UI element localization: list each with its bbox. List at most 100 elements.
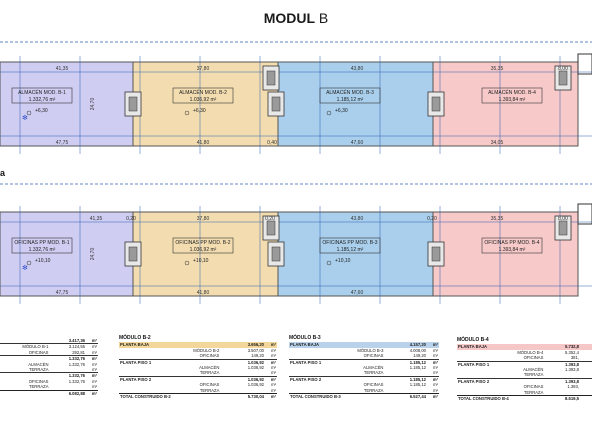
page-title: MODUL B [0, 10, 592, 26]
row-unit: m² [265, 375, 277, 383]
plan-top-dim-top-1: 41,35 [56, 66, 69, 72]
plan-top-level-1: +6,30 [35, 108, 48, 114]
row-label: TERRAZA [363, 370, 384, 376]
plan-bottom-core-inner-1 [266, 220, 276, 236]
plan-top-label-name-2: ALMACÉN MOD. B-2 [179, 89, 227, 96]
plan-top-level-mark-2 [184, 110, 190, 116]
plan-bottom-label-area-4: 1.393,84 m² [499, 247, 526, 253]
plan-top-level-2: +6,30 [193, 108, 206, 114]
plan-bottom-label-name-4: OFICINAS PP MOD. B-4 [484, 240, 539, 246]
plan-top-level-mark-1 [26, 110, 32, 116]
plan-top-core-inner-1 [266, 70, 276, 86]
plan-bottom-stair-block [577, 203, 592, 225]
title-rest: B [315, 10, 329, 26]
plan-top-side-dim: 24,70 [90, 98, 96, 111]
row-value: 5.730,04 [227, 393, 265, 400]
row-unit: m² [92, 367, 97, 373]
row-label: TOTAL CONSTRUIDO B-4 [457, 395, 552, 402]
plan-bottom-level-3: +10,10 [335, 258, 351, 264]
plan-bottom-dim-bottom-1: 47,75 [56, 290, 69, 296]
row-value: 5.732,8 [551, 344, 580, 350]
row-unit: m² [433, 370, 438, 376]
row-value: 1.185,12 [391, 375, 427, 383]
row-label: PLANTA BAJA [289, 342, 392, 348]
row-label: OFICINAS [28, 378, 49, 384]
row-label: PLANTA PISO 2 [457, 377, 552, 385]
row-label: OFICINAS [523, 384, 544, 390]
row-unit: m² [265, 393, 277, 400]
plan-bottom-label-name-3: OFICINAS PP MOD. B-3 [322, 240, 377, 246]
plan-top-core-inner-5 [558, 70, 568, 86]
plan-bottom-dim-bottom-3: 47,60 [351, 290, 364, 296]
row-value: 1.036,92 [247, 365, 264, 371]
plan-top-level-3: +6,30 [335, 108, 348, 114]
row-value: 1.036,92 [227, 358, 265, 366]
row-unit: m² [433, 353, 438, 359]
row-value: 1.332,76 [68, 361, 85, 367]
row-label: OFICINAS [363, 353, 384, 359]
row-label: OFICINAS [199, 353, 220, 359]
row-label: TOTAL CONSTRUIDO B-2 [119, 393, 228, 400]
plan-bottom-dim-top-7: 35,35 [491, 216, 504, 222]
table-row: OFICINAS 1.393, [457, 384, 592, 389]
row-value: 1.036,92 [227, 375, 265, 383]
plan-top-dim-bottom-2: 41,80 [197, 140, 210, 146]
plan-top-dim-top-3: 43,80 [351, 66, 364, 72]
plan-top-label-area-4: 1.393,84 m² [499, 97, 526, 103]
row-unit [580, 344, 592, 350]
row-value: 292,81 [72, 349, 85, 355]
title-bold: MODUL [263, 10, 316, 26]
plan-top-module-3 [277, 61, 434, 147]
row-label: TERRAZA [523, 389, 544, 395]
row-label: OFICINAS [363, 382, 384, 388]
row-label: PLANTA BAJA [457, 344, 552, 350]
plan-top-dim-bottom-1: 47,75 [56, 140, 69, 146]
row-label: TERRAZA [199, 387, 220, 393]
plan-top-core-inner-2 [128, 96, 138, 112]
row-unit: m² [427, 342, 439, 348]
row-label: PLANTA PISO 1 [457, 360, 552, 368]
plan-bottom-north-mark: ✻ [22, 264, 28, 272]
row-unit: m² [92, 361, 97, 367]
row-value: 1.393, [567, 384, 579, 390]
plan-bottom-dim-top-6: 0,20 [427, 216, 437, 222]
plan-bottom-label-name-1: OFICINAS PP MOD. B-1 [14, 240, 69, 246]
row-unit: m² [86, 372, 98, 379]
plan-top-dim-bottom-3: 0,40 [267, 140, 277, 146]
row-unit: m² [433, 382, 438, 388]
row-unit: m² [427, 358, 439, 366]
row-unit: m² [271, 365, 276, 371]
table-row: TERRAZA [457, 390, 592, 396]
row-unit [580, 360, 592, 368]
row-unit: m² [86, 343, 98, 350]
plan-top-label-box-2 [172, 87, 234, 104]
row-unit: m² [92, 349, 97, 355]
row-value: 3.124,55 [56, 343, 86, 350]
plan-bottom-dim-top-4: 0,20 [265, 216, 275, 222]
row-label: MÓDULO B-3 [357, 347, 384, 353]
table-header: MÓDULO B-2 [119, 335, 151, 341]
plan-bottom-module-2 [132, 211, 279, 297]
plan-top-label-name-4: ALMACÉN MOD. B-4 [488, 89, 536, 96]
row-unit [580, 377, 592, 385]
plan-bottom-dim-top-1: 0,20 [126, 216, 136, 222]
row-value: 4.157,20 [391, 342, 427, 348]
plan-bottom-label-box-4 [481, 237, 543, 254]
row-label [0, 372, 57, 379]
plan-top-dim-top-4: 35,35 [491, 66, 504, 72]
